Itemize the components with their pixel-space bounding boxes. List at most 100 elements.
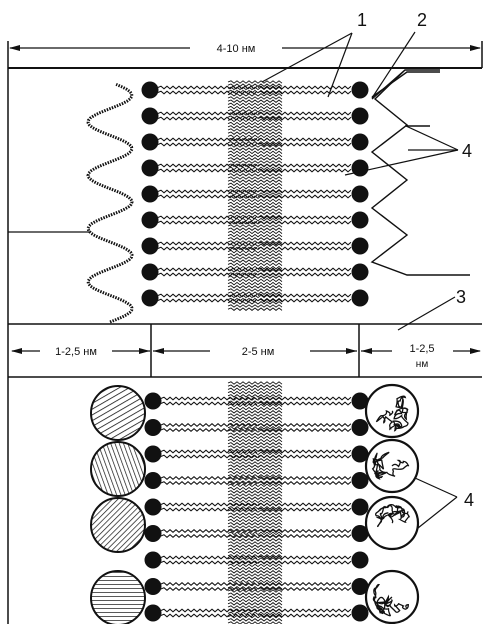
- lipid-head: [145, 499, 162, 516]
- core-band: [228, 599, 282, 601]
- core-band: [228, 497, 282, 499]
- lipid-head: [352, 552, 369, 569]
- core-band: [228, 148, 282, 150]
- lipid-head: [145, 552, 162, 569]
- lipid-head: [145, 578, 162, 595]
- core-band: [228, 225, 282, 227]
- lipid-tail: [161, 482, 257, 485]
- hatched-protein: [91, 386, 145, 440]
- hatched-protein: [91, 442, 145, 496]
- core-band: [228, 526, 282, 528]
- core-band: [228, 491, 282, 493]
- lipid-head: [142, 212, 159, 229]
- core-band: [228, 478, 282, 480]
- core-band: [228, 446, 282, 448]
- hatched-protein: [91, 498, 145, 552]
- core-band: [228, 234, 282, 236]
- core-band: [228, 129, 282, 131]
- core-band: [228, 218, 282, 220]
- core-band: [228, 231, 282, 233]
- core-band: [228, 571, 282, 573]
- lipid-head: [352, 212, 369, 229]
- core-band: [228, 388, 282, 390]
- core-band: [228, 452, 282, 454]
- core-band: [228, 545, 282, 547]
- core-band: [228, 564, 282, 566]
- core-band: [228, 590, 282, 592]
- core-band: [228, 209, 282, 211]
- lipid-head: [145, 525, 162, 542]
- core-band: [228, 596, 282, 598]
- core-band: [228, 244, 282, 246]
- core-band: [228, 260, 282, 262]
- core-band: [228, 433, 282, 435]
- core-band: [228, 282, 282, 284]
- lipid-head: [145, 605, 162, 622]
- core-band: [228, 558, 282, 560]
- total-dimension-label: 4-10 нм: [217, 43, 256, 55]
- core-band: [228, 84, 282, 86]
- layer-dimensions: 1-2,5 нм 2-5 нм 1-2,5 нм: [11, 343, 481, 370]
- lipid-head: [352, 264, 369, 281]
- lipid-head: [142, 290, 159, 307]
- lipid-head: [145, 446, 162, 463]
- lipid-head: [142, 160, 159, 177]
- core-band: [228, 122, 282, 124]
- lipid-head: [352, 108, 369, 125]
- core-band: [228, 411, 282, 413]
- core-band: [228, 619, 282, 621]
- lipid-head: [142, 108, 159, 125]
- core-band: [228, 510, 282, 512]
- lipid-head: [352, 605, 369, 622]
- core-band: [228, 519, 282, 521]
- core-band: [228, 443, 282, 445]
- core-band: [228, 100, 282, 102]
- lipid-head: [352, 238, 369, 255]
- lipid-tail: [158, 216, 257, 219]
- core-band: [228, 174, 282, 176]
- callout-2: 2: [417, 10, 427, 30]
- core-label: 2-5 нм: [242, 346, 275, 358]
- core-band: [228, 177, 282, 179]
- zigzag-protein-chain: [372, 70, 470, 275]
- core-band: [228, 135, 282, 137]
- core-band: [228, 97, 282, 99]
- core-band: [228, 500, 282, 502]
- core-band: [228, 206, 282, 208]
- core-band: [228, 302, 282, 304]
- core-band: [228, 106, 282, 108]
- core-band: [228, 420, 282, 422]
- core-band: [228, 119, 282, 121]
- core-band: [228, 603, 282, 605]
- lipid-head: [142, 186, 159, 203]
- lipid-head: [352, 419, 369, 436]
- core-band: [228, 465, 282, 467]
- core-band: [228, 494, 282, 496]
- lipid-head: [145, 472, 162, 489]
- core-band: [228, 180, 282, 182]
- core-band: [228, 305, 282, 307]
- core-band: [228, 468, 282, 470]
- lipid-head: [142, 134, 159, 151]
- core-band: [228, 254, 282, 256]
- core-band: [228, 471, 282, 473]
- helical-protein: [88, 84, 132, 322]
- core-band: [228, 151, 282, 153]
- callout-4-bottom: 4: [464, 490, 474, 510]
- lipid-head: [352, 134, 369, 151]
- callout-3: 3: [456, 287, 466, 307]
- core-band: [228, 391, 282, 393]
- core-band: [228, 250, 282, 252]
- core-band: [228, 439, 282, 441]
- core-band: [228, 228, 282, 230]
- lipid-head: [145, 419, 162, 436]
- lipid-tail: [258, 117, 351, 120]
- core-band: [228, 183, 282, 185]
- lipid-head: [352, 472, 369, 489]
- core-band: [228, 94, 282, 96]
- lipid-head: [145, 393, 162, 410]
- core-band: [228, 577, 282, 579]
- lipid-tail: [258, 588, 351, 591]
- lipid-head: [352, 160, 369, 177]
